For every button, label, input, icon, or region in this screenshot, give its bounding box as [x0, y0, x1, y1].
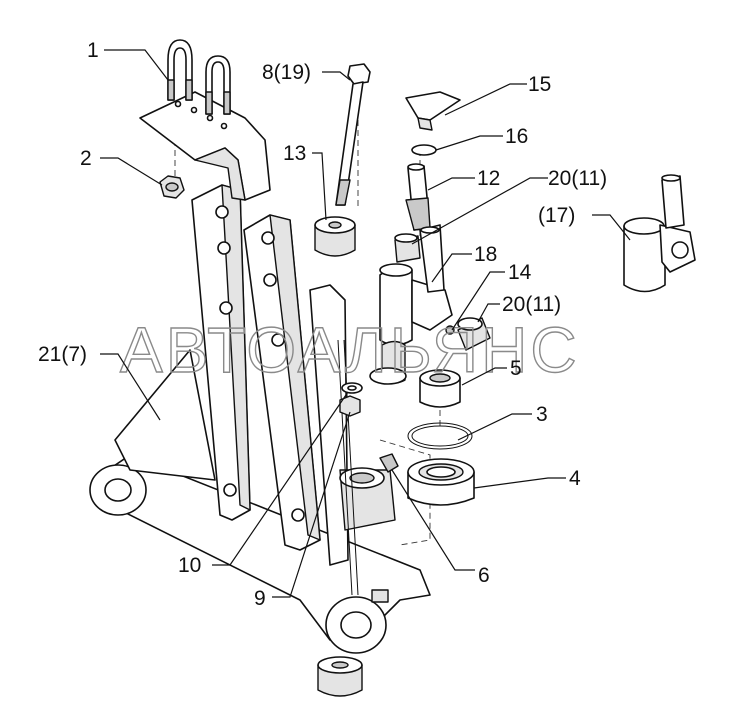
callout-2: 2 [80, 147, 92, 170]
callout-14: 14 [508, 261, 532, 284]
callout-8: 8(19) [262, 61, 311, 84]
part-18-knuckle [369, 224, 453, 385]
callout-16: 16 [505, 125, 528, 148]
part-1-u-bolt-clamp [139, 39, 271, 201]
callout-18: 18 [474, 243, 497, 266]
part-15-clip [405, 91, 461, 131]
callout-3: 3 [536, 403, 548, 426]
callout-9: 9 [254, 587, 266, 610]
callout-20-right: 20(11) [502, 293, 561, 316]
callout-4: 4 [569, 467, 581, 490]
part-8-long-bolt [335, 63, 371, 206]
callout-15: 15 [528, 73, 551, 96]
part-4-bearing [407, 458, 475, 506]
part-12-pin [405, 163, 431, 231]
callout-21: 21(7) [38, 343, 87, 366]
callout-10: 10 [178, 554, 201, 577]
part-3-snap-ring [407, 422, 473, 450]
part-5-bushing-cup [419, 369, 461, 408]
part-10-washer [341, 382, 363, 394]
part-17-alternate-knuckle [623, 174, 696, 293]
watermark-text: АВТОАЛЬЯНС [120, 314, 580, 386]
part-20-bushing-upper [394, 233, 421, 263]
part-9-nut [339, 395, 361, 417]
part-2-nut [159, 175, 185, 199]
callout-labels: 1 2 8(19) 13 15 16 12 20(11) (17) 18 14 … [38, 39, 607, 610]
part-6-grease-nipple [379, 453, 399, 473]
leader-lines [100, 49, 631, 598]
callout-6: 6 [478, 564, 490, 587]
callout-17: (17) [538, 204, 575, 227]
part-13-bushing-block [314, 216, 356, 257]
part-16-washer [411, 144, 437, 156]
callout-12: 12 [477, 167, 500, 190]
callout-5: 5 [510, 357, 522, 380]
bottom-bushing [317, 656, 363, 697]
callout-1: 1 [87, 39, 99, 62]
callout-13: 13 [283, 142, 306, 165]
part-14-fitting [445, 325, 455, 335]
callout-20-upper: 20(11) [548, 167, 607, 190]
part-20-bushing-right [457, 317, 491, 351]
main-bracket-frame [89, 184, 431, 654]
